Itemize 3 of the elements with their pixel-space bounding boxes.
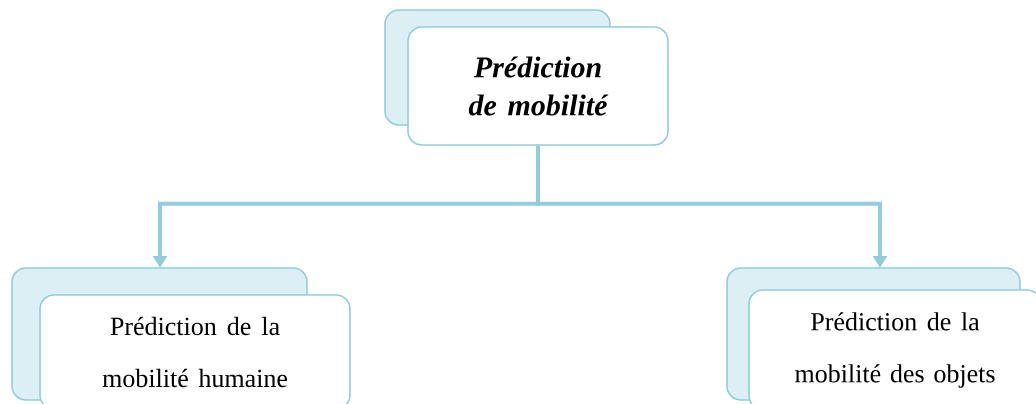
card-box: Prédiction de la mobilité des objets — [726, 267, 1036, 404]
card-box: Prédiction de la mobilité humaine — [11, 267, 351, 404]
card-box: Prédiction de mobilité — [384, 9, 669, 146]
